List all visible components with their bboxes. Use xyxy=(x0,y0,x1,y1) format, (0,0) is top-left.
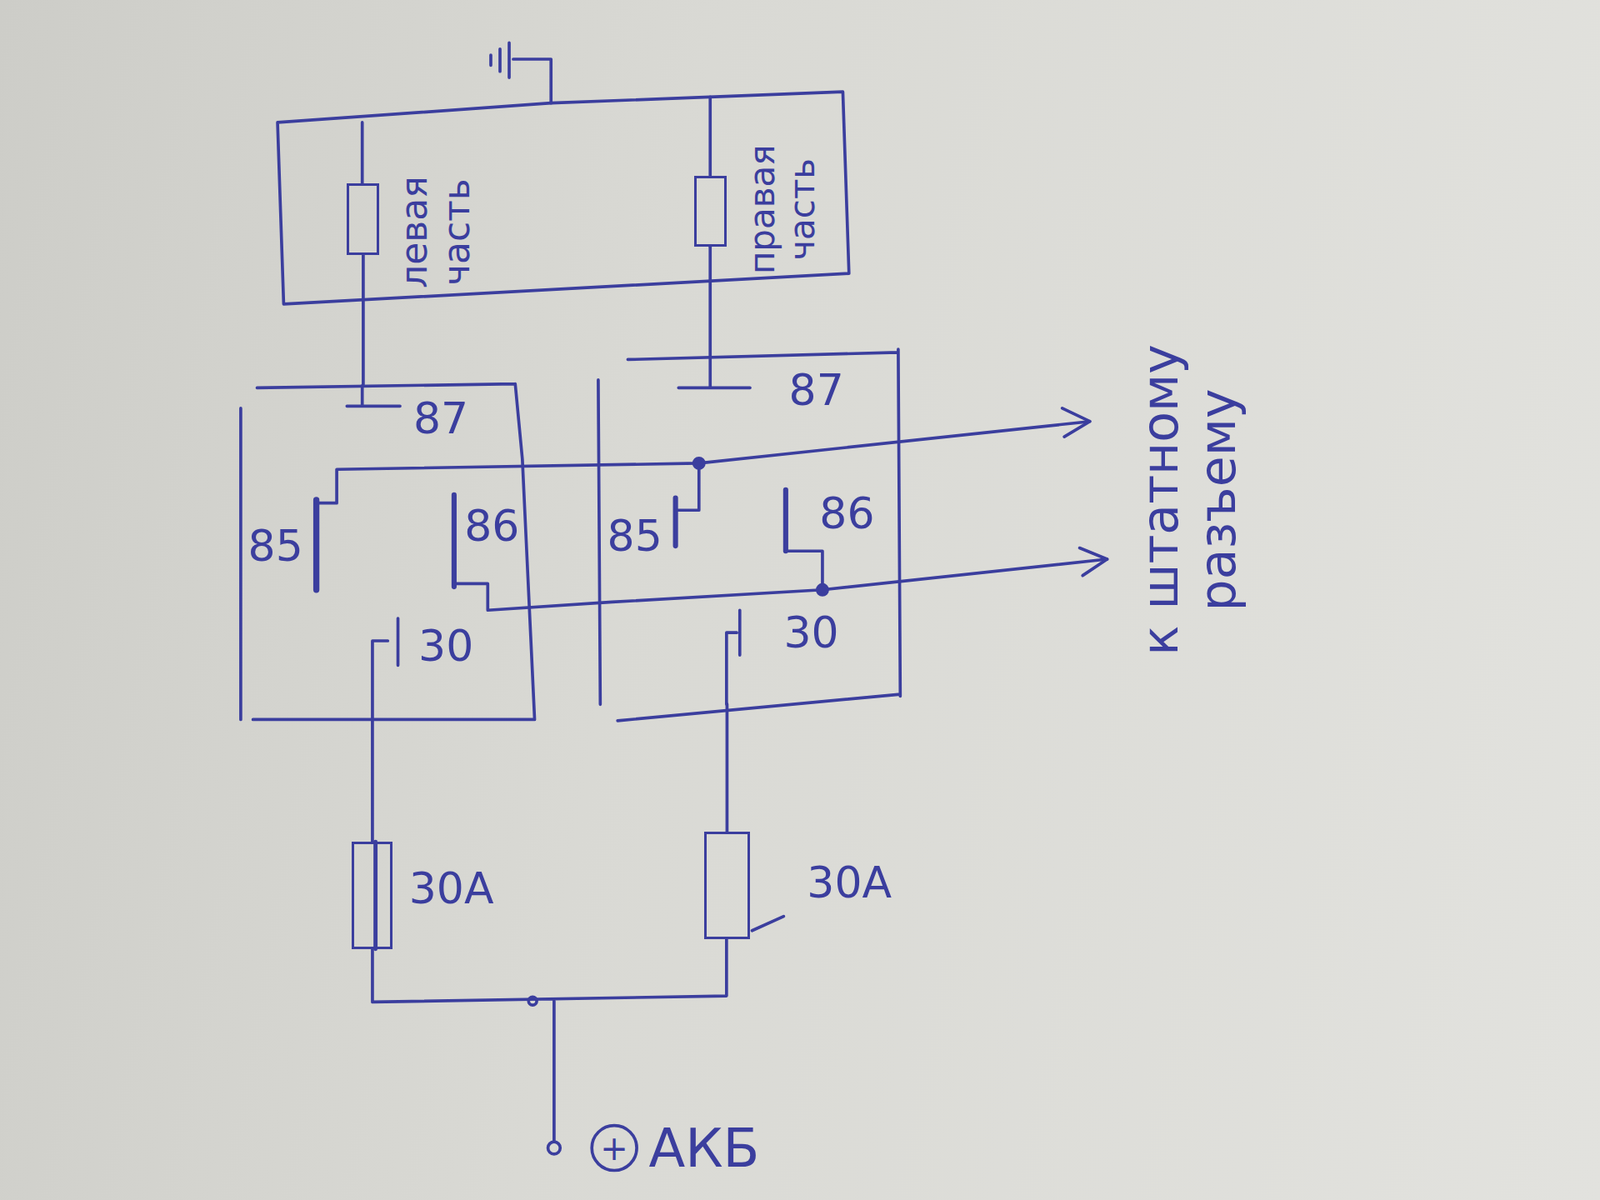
leader-line xyxy=(751,916,784,931)
relay-outline xyxy=(598,349,900,721)
pin-number: 86 xyxy=(464,504,520,548)
part-name: правая часть xyxy=(742,140,824,279)
polarity-sign: + xyxy=(600,1131,629,1165)
relay-pin xyxy=(346,385,400,406)
relay-outline xyxy=(240,383,535,720)
pin-number: 85 xyxy=(607,514,663,558)
heater-resistor: левая часть xyxy=(346,183,380,255)
fuse-symbol: 30А xyxy=(351,841,393,950)
junction-dot xyxy=(817,585,828,595)
power-wire xyxy=(372,939,727,1141)
fuse-rating: 30А xyxy=(409,866,495,910)
relay-pin xyxy=(372,618,399,720)
control-wire xyxy=(675,463,700,510)
relay-pin xyxy=(451,495,457,587)
connector-note: к штатному разъему xyxy=(1131,333,1247,667)
wire xyxy=(725,704,730,832)
fuse-rating: 30А xyxy=(806,860,892,905)
pin-number: 87 xyxy=(413,396,469,440)
relay-pin xyxy=(783,490,789,551)
junction-circle xyxy=(528,996,537,1005)
wire xyxy=(370,719,375,842)
pin-number: 30 xyxy=(783,610,839,655)
ground-symbol xyxy=(490,42,551,103)
fuse-symbol: 30А xyxy=(704,831,750,940)
pin-number: 85 xyxy=(248,524,304,568)
fuse-element xyxy=(373,841,378,950)
pin-number: 30 xyxy=(418,624,474,668)
arrow-head xyxy=(1062,408,1090,437)
terminal-circle xyxy=(548,1141,561,1155)
relay-pin xyxy=(678,357,750,389)
control-wire xyxy=(785,550,823,590)
junction-dot xyxy=(694,458,705,469)
pin-number: 86 xyxy=(819,491,875,535)
wire xyxy=(362,96,711,184)
battery-label: АКБ xyxy=(648,1121,760,1175)
relay-pin xyxy=(726,610,740,705)
wire xyxy=(708,246,712,357)
relay-pin xyxy=(313,500,320,590)
part-name: левая часть xyxy=(394,170,479,295)
arrow-head xyxy=(1080,548,1108,576)
relay-box: 87 85 86 30 xyxy=(594,357,903,705)
relay-box: 87 85 86 30 xyxy=(236,385,539,720)
relay-pin xyxy=(673,498,679,547)
plus-circle xyxy=(591,1125,637,1171)
wire xyxy=(361,255,365,386)
heater-resistor: правая часть xyxy=(694,175,727,248)
control-wire xyxy=(454,559,1108,610)
pin-number: 87 xyxy=(789,368,845,412)
